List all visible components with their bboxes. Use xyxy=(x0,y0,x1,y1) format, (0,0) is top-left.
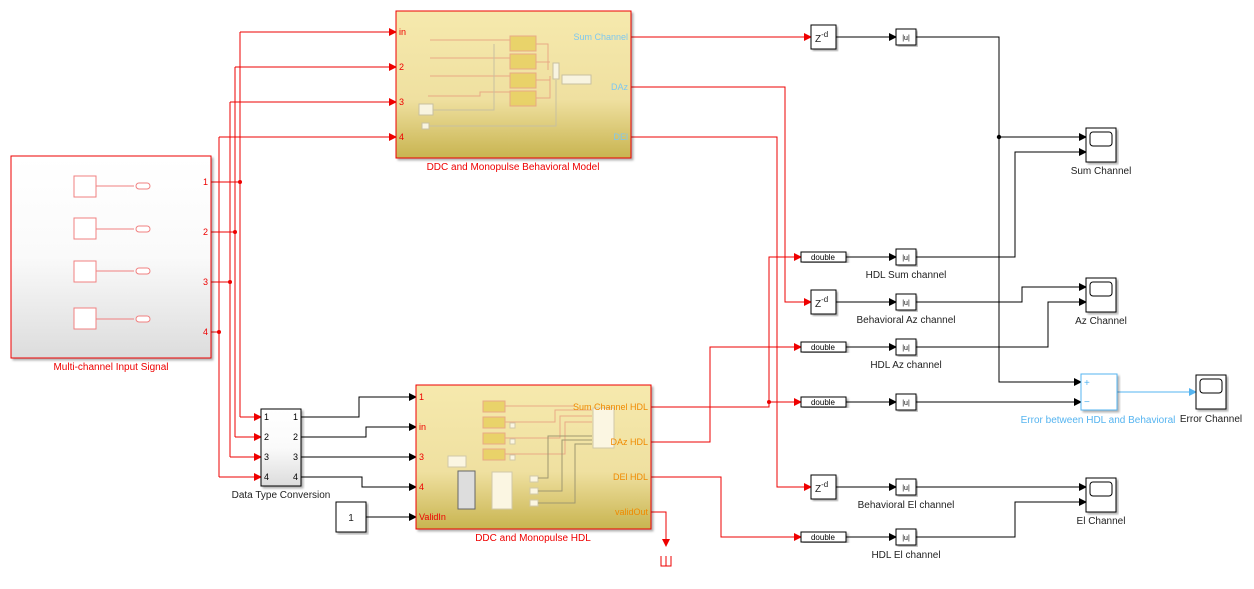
scope-sum-channel[interactable]: Sum Channel xyxy=(1071,127,1132,177)
port-label: 3 xyxy=(399,97,404,107)
terminator-block[interactable] xyxy=(660,556,672,567)
port-label: Sum Channel HDL xyxy=(573,402,648,412)
error-sum-block[interactable]: + − Error between HDL and Behavioral xyxy=(1021,373,1176,426)
port-label: 1 xyxy=(419,392,424,402)
abs-text: |u| xyxy=(902,400,910,407)
abs-block-hdl-az[interactable]: |u| HDL Az channel xyxy=(870,338,942,371)
block-label: HDL Az channel xyxy=(870,360,941,371)
block-label: El Channel xyxy=(1077,516,1126,527)
scope-az-channel[interactable]: Az Channel xyxy=(1075,277,1127,327)
abs-block-hdl-sum[interactable]: |u| HDL Sum channel xyxy=(866,248,947,281)
hdl-block[interactable]: 1 in 3 4 ValidIn Sum Channel HDL DAz HDL… xyxy=(415,384,652,544)
port-label: DAz HDL xyxy=(610,437,648,447)
convert-text: double xyxy=(811,533,836,542)
scope-error-channel[interactable]: Error Channel xyxy=(1180,374,1242,425)
port-label: 3 xyxy=(203,277,208,287)
port-label: 1 xyxy=(264,412,269,422)
abs-text: |u| xyxy=(902,345,910,352)
block-label: HDL Sum channel xyxy=(866,270,947,281)
port-label: DEl xyxy=(613,132,628,142)
convert-text: double xyxy=(811,398,836,407)
block-label: Behavioral El channel xyxy=(858,500,955,511)
delay-text: Z-d xyxy=(815,30,828,45)
convert-text: double xyxy=(811,253,836,262)
convert-block-az-hdl[interactable]: double xyxy=(800,341,847,353)
delay-text: Z-d xyxy=(815,295,828,310)
port-label: 3 xyxy=(264,452,269,462)
minus-sign: − xyxy=(1084,397,1090,408)
port-label: in xyxy=(419,422,426,432)
scope-icon xyxy=(1199,378,1223,394)
block-label: DDC and Monopulse Behavioral Model xyxy=(427,162,600,173)
block-label: Az Channel xyxy=(1075,316,1127,327)
abs-text: |u| xyxy=(902,485,910,492)
port-label: 2 xyxy=(203,227,208,237)
scope-icon xyxy=(1089,131,1113,147)
port-label: 2 xyxy=(264,432,269,442)
abs-text: |u| xyxy=(902,300,910,307)
block-label: Data Type Conversion xyxy=(232,490,331,501)
port-label: DEl HDL xyxy=(613,472,648,482)
port-label: in xyxy=(399,27,406,37)
port-label: validOut xyxy=(615,507,649,517)
delay-block-el[interactable]: Z-d xyxy=(810,474,837,500)
black-signal-lines xyxy=(301,33,1197,541)
port-label: 4 xyxy=(399,132,404,142)
behavioral-model-block[interactable]: in 2 3 4 Sum Channel DAz DEl DDC and Mon… xyxy=(395,10,632,173)
delay-block-az[interactable]: Z-d xyxy=(810,289,837,315)
abs-block-behavioral-az[interactable]: |u| Behavioral Az channel xyxy=(857,293,956,326)
abs-block-error[interactable]: |u| xyxy=(895,393,917,411)
data-type-conversion-block[interactable]: 1 2 3 4 1 2 3 4 Data Type Conversion xyxy=(232,408,331,501)
constant-block[interactable]: 1 xyxy=(335,501,367,533)
red-signal-lines xyxy=(211,28,812,547)
port-label: 2 xyxy=(399,62,404,72)
plus-sign: + xyxy=(1084,378,1090,389)
abs-block-hdl-el[interactable]: |u| HDL El channel xyxy=(871,528,941,561)
abs-block-behavioral-el[interactable]: |u| Behavioral El channel xyxy=(858,478,955,511)
port-label: 2 xyxy=(293,432,298,442)
port-label: 4 xyxy=(203,327,208,337)
port-label: 4 xyxy=(293,472,298,482)
abs-text: |u| xyxy=(902,535,910,542)
scope-icon xyxy=(1089,481,1113,497)
port-label: 1 xyxy=(203,177,208,187)
port-label: DAz xyxy=(611,82,629,92)
port-label: ValidIn xyxy=(419,512,446,522)
convert-text: double xyxy=(811,343,836,352)
multi-channel-input-block[interactable]: 1 2 3 4 Multi-channel Input Signal xyxy=(10,155,212,373)
port-label: 3 xyxy=(293,452,298,462)
block-label: Error between HDL and Behavioral xyxy=(1021,415,1176,426)
scope-el-channel[interactable]: El Channel xyxy=(1077,477,1126,527)
delay-block-sum[interactable]: Z-d xyxy=(810,24,837,50)
port-label: 1 xyxy=(293,412,298,422)
abs-text: |u| xyxy=(902,35,910,42)
block-label: HDL El channel xyxy=(871,550,940,561)
port-label: 4 xyxy=(264,472,269,482)
block-label: Multi-channel Input Signal xyxy=(53,362,168,373)
convert-block-error[interactable]: double xyxy=(800,396,847,408)
port-label: 4 xyxy=(419,482,424,492)
block-label: Error Channel xyxy=(1180,414,1242,425)
port-label: Sum Channel xyxy=(573,32,628,42)
port-label: 3 xyxy=(419,452,424,462)
scope-icon xyxy=(1089,281,1113,297)
abs-block[interactable]: |u| xyxy=(895,28,917,46)
convert-block-el-hdl[interactable]: double xyxy=(800,531,847,543)
block-label: DDC and Monopulse HDL xyxy=(475,533,591,544)
block-label: Sum Channel xyxy=(1071,166,1132,177)
constant-value: 1 xyxy=(348,513,354,524)
block-label: Behavioral Az channel xyxy=(857,315,956,326)
convert-block-sum-hdl[interactable]: double xyxy=(800,251,847,263)
delay-text: Z-d xyxy=(815,480,828,495)
abs-text: |u| xyxy=(902,255,910,262)
